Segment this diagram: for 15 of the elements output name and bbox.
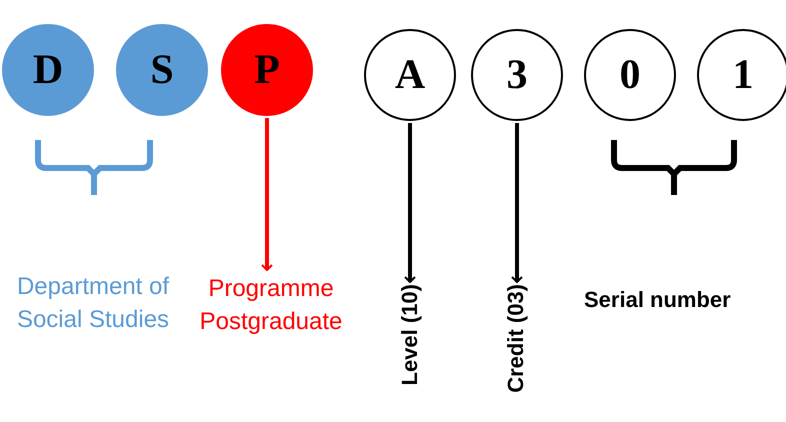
department-label: Department of Social Studies <box>14 270 172 336</box>
programme-label: Programme Postgraduate <box>186 272 356 338</box>
arrow <box>261 118 273 271</box>
letter-circle: 0 <box>584 29 676 121</box>
letter-circle: A <box>364 29 456 121</box>
letter-circle: S <box>116 24 208 116</box>
credit-label: Credit (03) <box>503 284 529 393</box>
arrow <box>511 123 523 283</box>
letter-circle: D <box>2 24 94 116</box>
arrow <box>404 123 416 283</box>
level-label: Level (10) <box>397 284 423 386</box>
letter-circle: P <box>221 24 313 116</box>
serial-number-label: Serial number <box>584 287 731 313</box>
letter-circle: 1 <box>697 29 786 121</box>
letter-circle: 3 <box>471 29 563 121</box>
